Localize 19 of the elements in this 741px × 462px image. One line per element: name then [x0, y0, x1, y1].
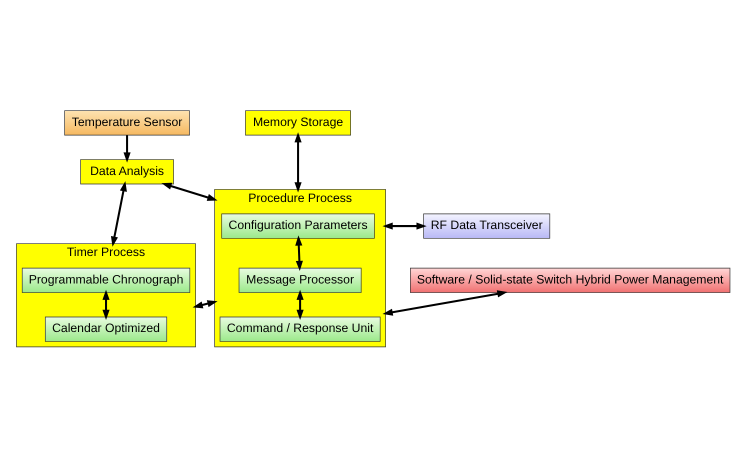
- node-box: Message Processor: [238, 267, 362, 292]
- arrow: [124, 134, 131, 162]
- arrow: [294, 132, 302, 192]
- node-box: Programmable Chronograph: [22, 267, 190, 292]
- node-box: Calendar Optimized: [44, 316, 168, 342]
- arrow: [161, 182, 218, 200]
- node-box: Memory Storage: [245, 110, 351, 135]
- arrow: [102, 289, 110, 320]
- arrow: [110, 180, 127, 246]
- node-box: Temperature Sensor: [64, 110, 190, 135]
- node-box: Data Analysis: [80, 158, 174, 184]
- arrow: [295, 234, 303, 271]
- arrow: [382, 290, 508, 316]
- node-box: Software / Solid-state Switch Hybrid Power Management: [410, 267, 730, 292]
- arrow: [382, 222, 427, 230]
- node-box: Configuration Parameters: [221, 213, 375, 238]
- node-box: Command / Response Unit: [220, 316, 380, 342]
- node-box: RF Data Transceiver: [423, 213, 550, 238]
- arrow: [296, 289, 304, 320]
